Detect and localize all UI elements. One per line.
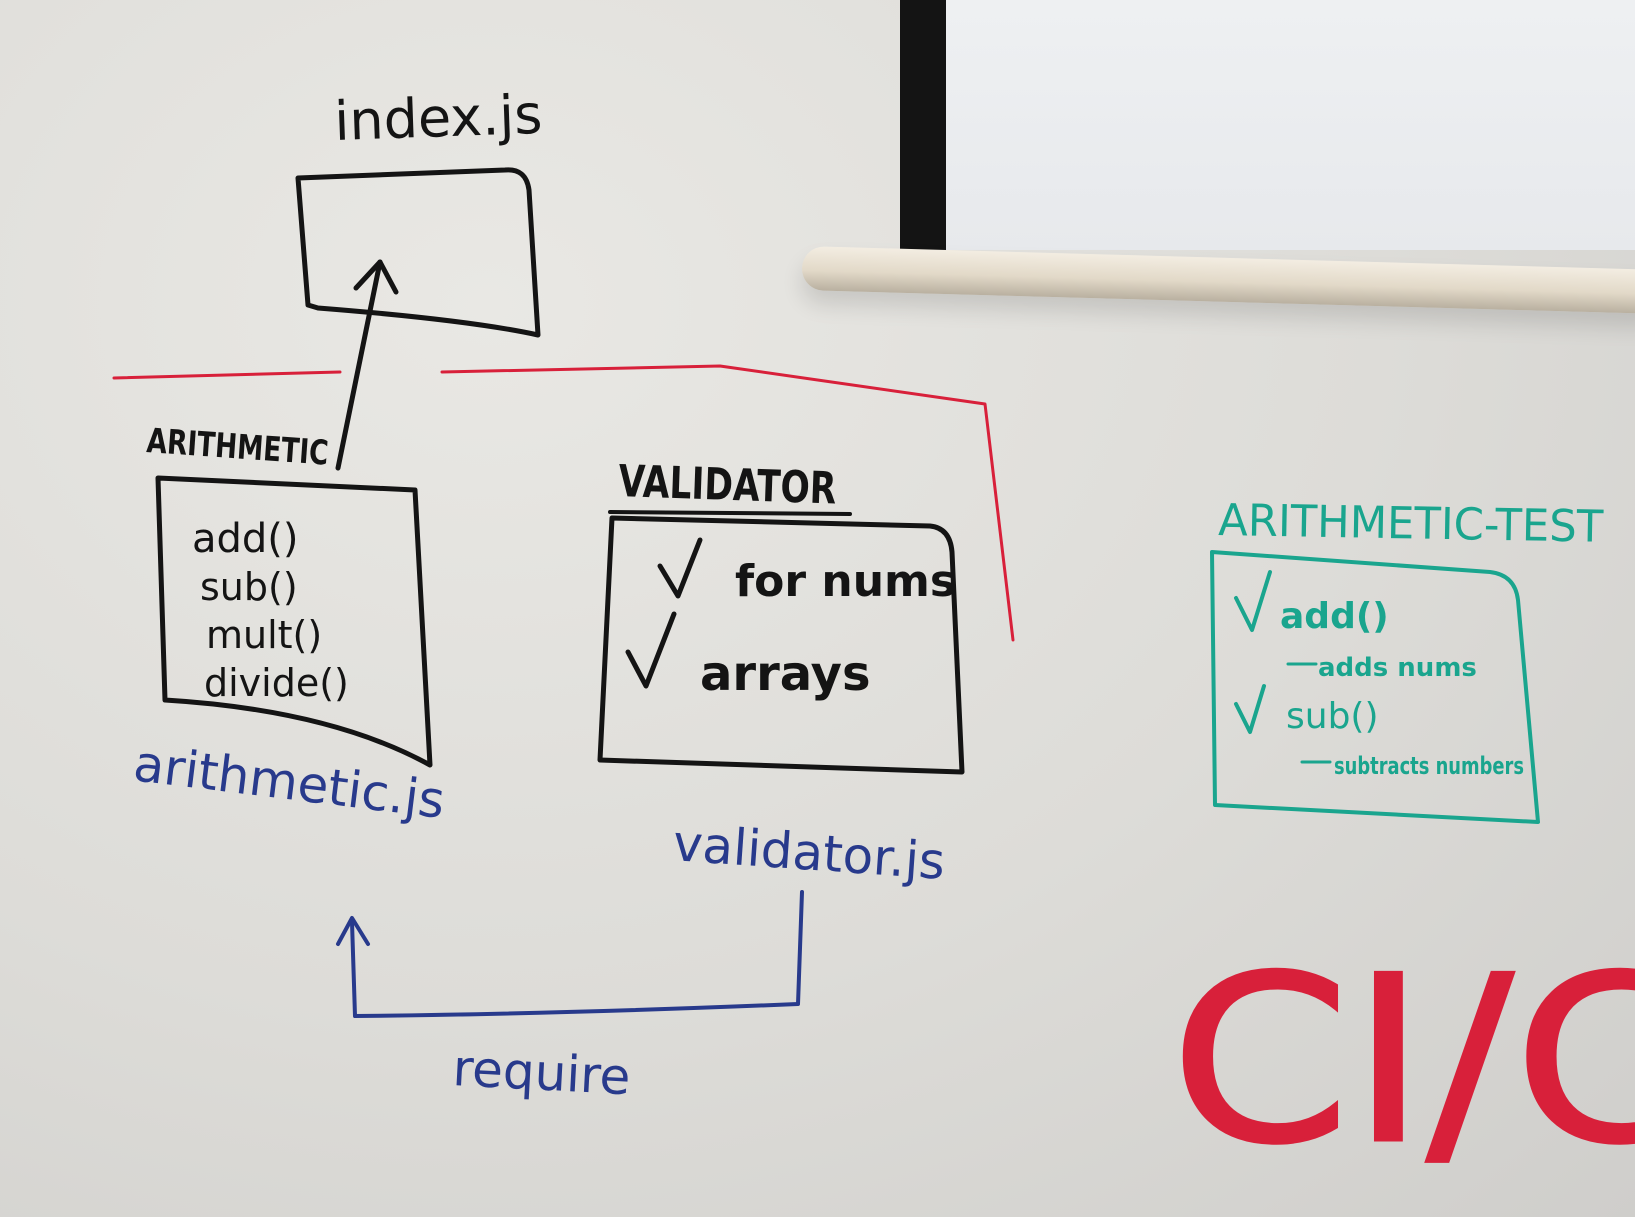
validator-file-label: validator.js bbox=[671, 814, 947, 891]
arithmetic-test-list: add() adds nums sub() subtracts numbers bbox=[1234, 570, 1524, 780]
check-for-nums: for nums bbox=[735, 556, 956, 607]
arithmetic-function-list: add() sub() mult() divide() bbox=[192, 516, 349, 705]
arithmetic-box bbox=[155, 475, 433, 768]
validator-box bbox=[597, 515, 965, 775]
test-add-name: add() bbox=[1280, 596, 1389, 637]
function-sub: sub() bbox=[200, 565, 298, 609]
test-add-desc: adds nums bbox=[1318, 653, 1477, 683]
arrow-to-index bbox=[335, 259, 399, 471]
validator-title-underline bbox=[608, 510, 852, 516]
index-js-box bbox=[295, 167, 541, 338]
check-icon bbox=[625, 611, 677, 689]
validator-check-list: for nums arrays bbox=[625, 537, 956, 702]
arithmetic-test-title: ARITHMETIC-TEST bbox=[1218, 495, 1604, 553]
red-bracket bbox=[112, 364, 1015, 642]
ci-label: CI/CI bbox=[1170, 928, 1635, 1195]
check-icon bbox=[1234, 570, 1272, 632]
arithmetic-title: ARITHMETIC bbox=[145, 421, 329, 474]
function-mult: mult() bbox=[206, 613, 322, 657]
check-arrays: arrays bbox=[700, 646, 871, 702]
index-js-label: index.js bbox=[333, 83, 543, 153]
arithmetic-test-box bbox=[1210, 550, 1540, 824]
check-icon bbox=[1234, 684, 1266, 734]
function-divide: divide() bbox=[204, 661, 349, 705]
projector-screen bbox=[900, 0, 1635, 250]
test-sub-desc: subtracts numbers bbox=[1334, 752, 1524, 780]
function-add: add() bbox=[192, 516, 299, 562]
require-label: require bbox=[451, 1039, 632, 1106]
require-connector bbox=[336, 890, 804, 1018]
check-icon bbox=[657, 537, 703, 599]
validator-title: VALIDATOR bbox=[618, 456, 838, 515]
test-sub-name: sub() bbox=[1286, 696, 1379, 737]
